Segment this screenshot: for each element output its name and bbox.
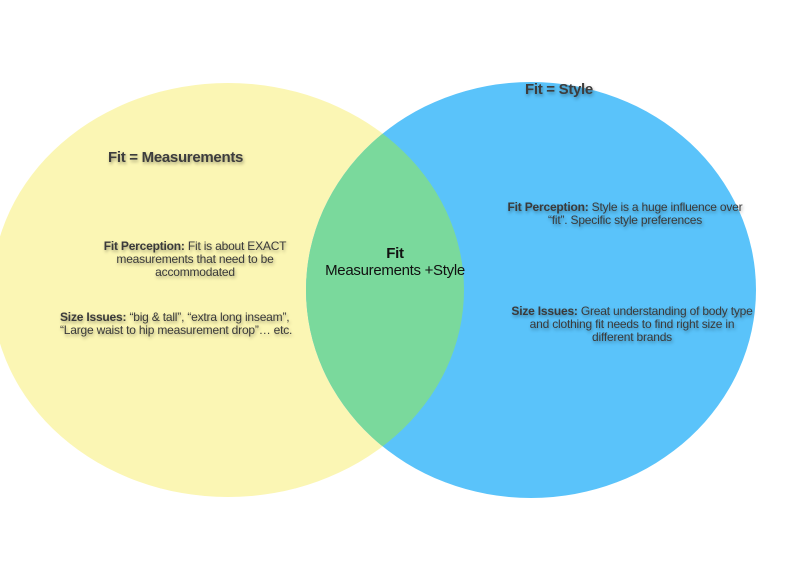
right-perception-text: Style is a huge influence over “fit”. Sp… (547, 200, 743, 227)
left-title: Fit = Measurements (108, 149, 244, 166)
left-size-issues: Size Issues: “big & tall”, “extra long i… (52, 311, 310, 337)
overlap-region (306, 83, 464, 497)
left-perception-label: Fit Perception: (103, 239, 185, 253)
right-size-label: Size Issues: (511, 304, 578, 318)
left-perception: Fit Perception: Fit is about EXACT measu… (100, 240, 290, 279)
right-size-issues: Size Issues: Great understanding of body… (508, 305, 756, 344)
overlap-subtitle: Measurements +Style (325, 262, 465, 279)
overlap-title: Fit (386, 245, 404, 262)
right-perception-label: Fit Perception: (507, 200, 589, 214)
right-title: Fit = Style (525, 81, 593, 98)
right-size-text: Great understanding of body type and clo… (529, 304, 753, 344)
overlap-label: Fit Measurements +Style (315, 245, 475, 279)
left-perception-text: Fit is about EXACT measurements that nee… (116, 239, 287, 279)
right-perception: Fit Perception: Style is a huge influenc… (505, 201, 745, 227)
left-size-text: “big & tall”, “extra long inseam”, “Larg… (60, 310, 293, 337)
left-size-label: Size Issues: (60, 310, 127, 324)
